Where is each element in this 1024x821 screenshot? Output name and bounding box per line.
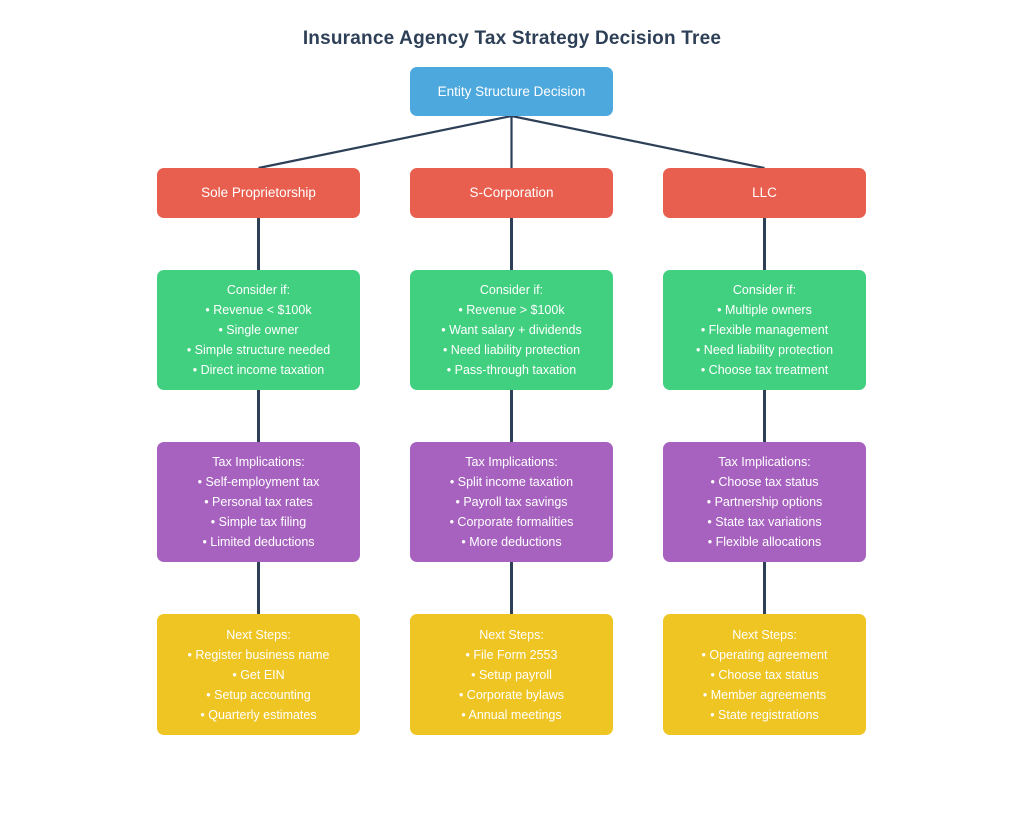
node-item: • Register business name	[187, 647, 330, 662]
node-implications-s-corporation[interactable]: Tax Implications: • Split income taxatio…	[410, 442, 613, 562]
node-item: • Setup accounting	[206, 687, 311, 702]
node-item: • Revenue < $100k	[205, 303, 312, 317]
node-item: • Quarterly estimates	[200, 707, 317, 722]
node-consider-llc[interactable]: Consider if: • Multiple owners • Flexibl…	[663, 270, 866, 390]
node-heading: Tax Implications:	[465, 455, 558, 469]
node-implications-llc[interactable]: Tax Implications: • Choose tax status • …	[663, 442, 866, 562]
node-item: • Need liability protection	[442, 343, 581, 357]
node-entity-label: S-Corporation	[469, 185, 554, 200]
node-item: • Limited deductions	[202, 535, 315, 549]
page-title: Insurance Agency Tax Strategy Decision T…	[302, 28, 722, 49]
node-root-entity-structure-decision[interactable]: Entity Structure Decision	[410, 67, 613, 116]
node-heading: Consider if:	[479, 283, 544, 297]
node-entity-label: Sole Proprietorship	[201, 185, 316, 200]
node-consider-s-corporation[interactable]: Consider if: • Revenue > $100k • Want sa…	[410, 270, 613, 390]
node-item: • Simple tax filing	[210, 515, 307, 529]
node-item: • Corporate formalities	[449, 515, 574, 529]
node-item: • Multiple owners	[717, 303, 812, 317]
node-entity-label: LLC	[752, 185, 777, 200]
node-root-label: Entity Structure Decision	[437, 83, 586, 99]
node-item: • Pass-through taxation	[446, 363, 577, 377]
node-heading: Next Steps:	[226, 627, 291, 642]
node-item: • Setup payroll	[471, 667, 552, 682]
node-next-steps-llc[interactable]: Next Steps: • Operating agreement • Choo…	[663, 614, 866, 735]
connector-root-to-col3	[511, 114, 765, 170]
node-next-steps-sole-proprietorship[interactable]: Next Steps: • Register business name • G…	[157, 614, 360, 735]
node-item: • Single owner	[218, 323, 299, 337]
node-implications-sole-proprietorship[interactable]: Tax Implications: • Self-employment tax …	[157, 442, 360, 562]
node-item: • Personal tax rates	[204, 495, 313, 509]
node-item: • Partnership options	[706, 495, 823, 509]
node-item: • File Form 2553	[465, 647, 558, 662]
node-item: • Choose tax status	[710, 475, 819, 489]
node-entity-sole-proprietorship[interactable]: Sole Proprietorship	[157, 168, 360, 218]
connector-root-to-col1	[258, 114, 512, 170]
node-heading: Next Steps:	[732, 627, 797, 642]
node-item: • Flexible management	[700, 323, 829, 337]
node-item: • Choose tax status	[710, 667, 819, 682]
node-heading: Consider if:	[732, 283, 797, 297]
node-item: • Want salary + dividends	[441, 323, 582, 337]
node-item: • Flexible allocations	[707, 535, 822, 549]
node-item: • Split income taxation	[449, 475, 574, 489]
node-item: • Operating agreement	[701, 647, 828, 662]
node-item: • State registrations	[710, 707, 819, 722]
node-item: • Get EIN	[232, 667, 285, 682]
node-item: • Need liability protection	[695, 343, 834, 357]
node-item: • Simple structure needed	[186, 343, 331, 357]
node-item: • Self-employment tax	[197, 475, 320, 489]
node-entity-s-corporation[interactable]: S-Corporation	[410, 168, 613, 218]
node-heading: Next Steps:	[479, 627, 544, 642]
node-consider-sole-proprietorship[interactable]: Consider if: • Revenue < $100k • Single …	[157, 270, 360, 390]
node-next-steps-s-corporation[interactable]: Next Steps: • File Form 2553 • Setup pay…	[410, 614, 613, 735]
node-heading: Tax Implications:	[718, 455, 811, 469]
node-heading: Tax Implications:	[212, 455, 305, 469]
node-item: • State tax variations	[707, 515, 822, 529]
node-item: • Annual meetings	[461, 707, 562, 722]
node-item: • Corporate bylaws	[458, 687, 565, 702]
node-item: • Choose tax treatment	[700, 363, 829, 377]
node-item: • More deductions	[461, 535, 562, 549]
node-item: • Payroll tax savings	[455, 495, 568, 509]
node-heading: Consider if:	[226, 283, 291, 297]
node-entity-llc[interactable]: LLC	[663, 168, 866, 218]
node-item: • Direct income taxation	[192, 363, 325, 377]
node-item: • Member agreements	[702, 687, 827, 702]
node-item: • Revenue > $100k	[458, 303, 565, 317]
